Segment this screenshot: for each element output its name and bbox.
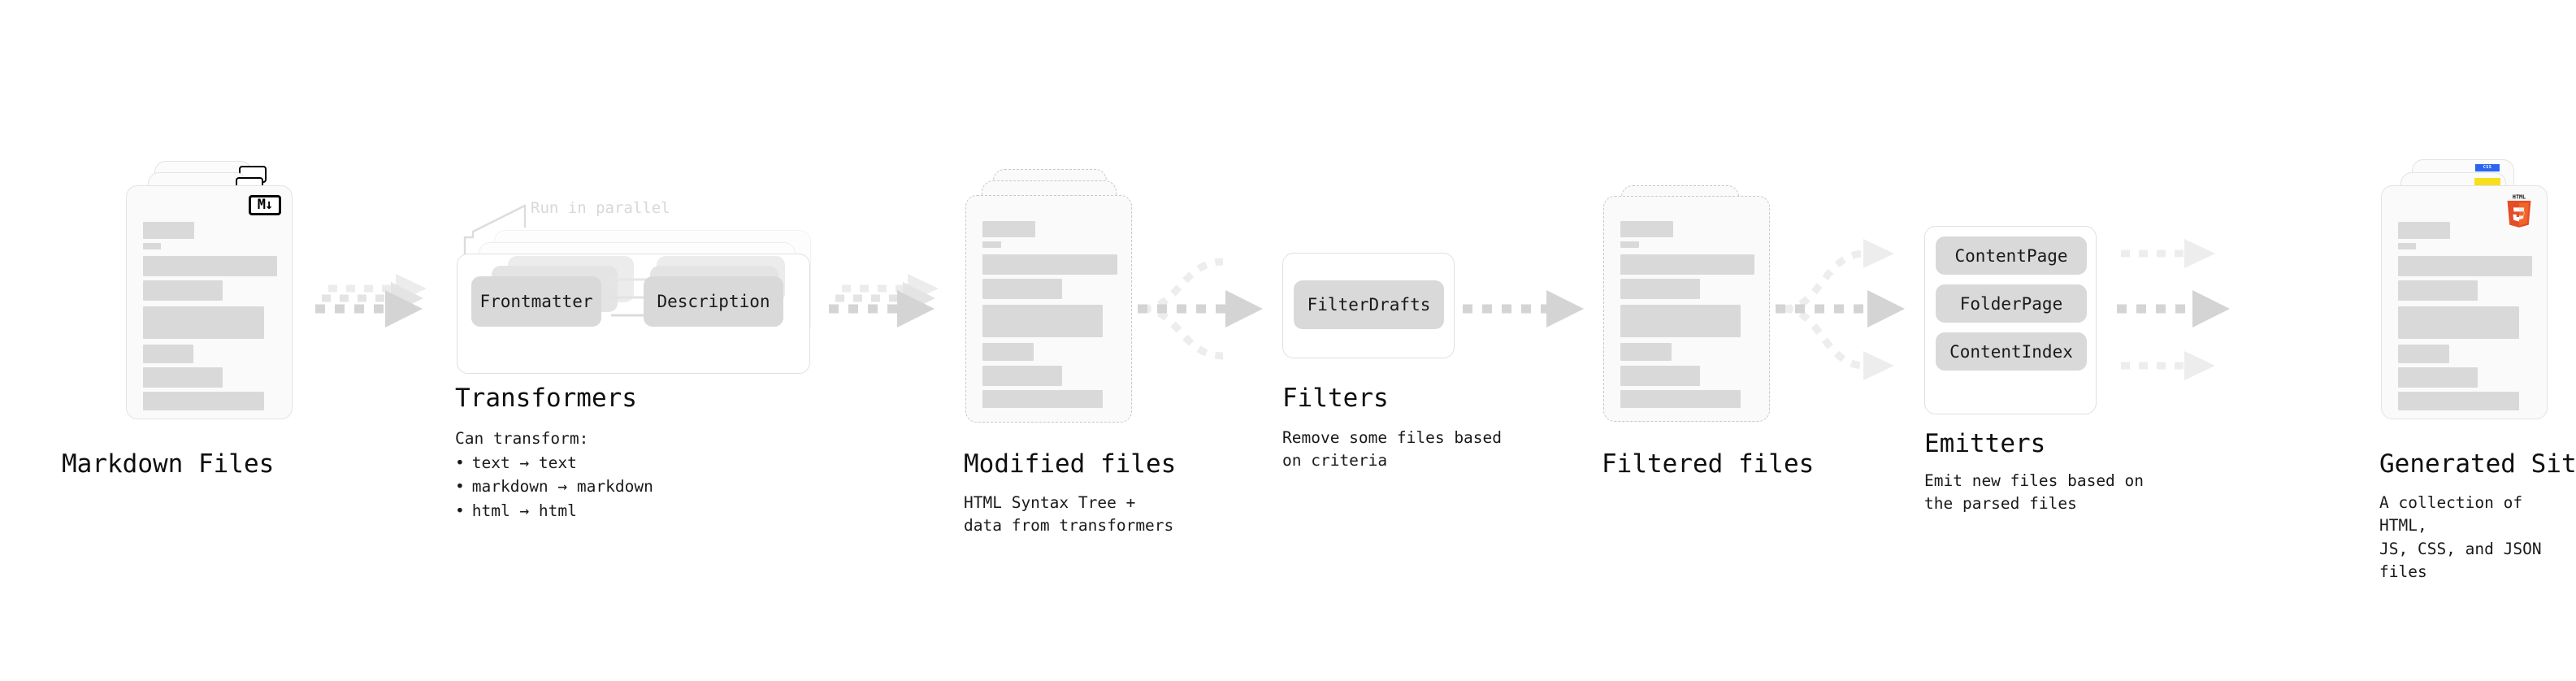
stage-title-filtered-files: Filtered files (1602, 449, 1815, 479)
skeleton-line (1620, 241, 1639, 248)
arrow-emitters-to-site (2117, 239, 2230, 380)
stage-title-filters: Filters (1282, 384, 1389, 413)
skeleton-line (982, 366, 1062, 386)
transformer-chip-frontmatter[interactable]: Frontmatter (471, 276, 601, 327)
transformer-chip-frontmatter-label: Frontmatter (479, 292, 593, 311)
skeleton-line (982, 279, 1062, 299)
skeleton-line (143, 306, 264, 339)
skeleton-line (982, 254, 1117, 275)
run-in-parallel-bracket (463, 204, 527, 258)
stage-desc-filters: Remove some files based on criteria (1282, 428, 1503, 471)
skeleton-line (143, 256, 277, 276)
skeleton-line (2398, 280, 2478, 301)
stage-desc-emitters: Emit new files based on the parsed files (1924, 471, 2144, 514)
skeleton-line (1620, 366, 1700, 386)
emitters-chip-folderpage[interactable]: FolderPage (1936, 284, 2087, 323)
stage-filtered-files: Filtered files (1602, 185, 1815, 479)
transformer-chip-description-label: Description (657, 292, 770, 311)
stage-title-markdown-files: Markdown Files (62, 449, 275, 479)
filters-chip-filterdrafts[interactable]: FilterDrafts (1294, 280, 1444, 329)
skeleton-line (1620, 279, 1700, 299)
skeleton-line (143, 243, 161, 249)
stage-desc-generated-site: A collection of HTML, JS, CSS, and JSON … (2379, 493, 2542, 581)
skeleton-line (982, 343, 1034, 361)
run-in-parallel-note: Run in parallel (531, 199, 670, 217)
skeleton-line (982, 390, 1103, 408)
stage-title-generated-site: Generated Site (2379, 449, 2576, 479)
skeleton-line (2398, 256, 2532, 276)
skeleton-line (2398, 392, 2519, 410)
css-icon: CSS (2475, 164, 2500, 171)
skeleton-line (1620, 254, 1754, 275)
emitters-chip-folderpage-label: FolderPage (1959, 293, 2063, 314)
skeleton-line (143, 280, 223, 301)
markdown-icon: M↓ (249, 195, 281, 215)
skeleton-line (1620, 221, 1673, 237)
stage-title-emitters: Emitters (1924, 429, 2046, 458)
svg-text:HTML: HTML (2513, 194, 2526, 201)
transformers-bullet-item: markdown → markdown (455, 475, 653, 499)
skeleton-line (982, 221, 1035, 237)
skeleton-line (2398, 345, 2449, 363)
markdown-icon-label: M↓ (257, 197, 274, 213)
skeleton-line (2398, 367, 2478, 388)
arrow-markdown-to-transformers (315, 274, 427, 327)
transformer-chip-description[interactable]: Description (644, 276, 783, 327)
skeleton-line (2398, 243, 2416, 249)
skeleton-line (143, 392, 264, 410)
skeleton-line (2398, 306, 2519, 339)
transformers-bullets-header: Can transform: (455, 429, 589, 448)
arrow-filters-to-filtered (1463, 290, 1584, 327)
stage-emitters: ContentPage FolderPage ContentIndex Emit… (1924, 226, 2144, 514)
arrow-modified-to-filters (1138, 258, 1263, 360)
skeleton-line (143, 367, 223, 388)
skeleton-line (1620, 390, 1741, 408)
skeleton-line (982, 305, 1103, 337)
stage-transformers: Run in parallel Frontmatter Description … (0, 0, 861, 681)
filters-chip-filterdrafts-label: FilterDrafts (1307, 295, 1431, 314)
stage-title-modified-files: Modified files (964, 449, 1177, 479)
emitters-chip-contentpage[interactable]: ContentPage (1936, 236, 2087, 275)
stage-modified-files: Modified files HTML Syntax Tree + data f… (0, 0, 1178, 681)
skeleton-line (143, 222, 194, 239)
css-icon-label: CSS (2483, 165, 2492, 170)
skeleton-line (1620, 343, 1672, 361)
skeleton-line (982, 241, 1001, 248)
emitters-chip-contentindex[interactable]: ContentIndex (1936, 332, 2087, 371)
stage-desc-modified-files: HTML Syntax Tree + data from transformer… (964, 493, 1174, 536)
stage-markdown-files: M↓ Markdown Files (0, 0, 341, 681)
arrow-transformers-to-modified (829, 274, 939, 327)
transformers-bullet-list: Can transform: text → text markdown → ma… (455, 427, 653, 523)
stage-filters: FilterDrafts Filters Remove some files b… (1282, 253, 1503, 471)
stage-title-transformers: Transformers (455, 384, 637, 413)
emitters-chip-contentpage-label: ContentPage (1954, 245, 2068, 266)
arrow-filtered-to-emitters (1776, 239, 1905, 380)
emitters-chip-contentindex-label: ContentIndex (1949, 341, 2073, 362)
skeleton-line (143, 345, 193, 363)
skeleton-line (2398, 222, 2450, 239)
html5-icon: HTML (2507, 194, 2531, 228)
skeleton-line (1620, 305, 1741, 337)
transformers-bullet-item: text → text (455, 451, 653, 475)
transformers-bullet-item: html → html (455, 499, 653, 523)
